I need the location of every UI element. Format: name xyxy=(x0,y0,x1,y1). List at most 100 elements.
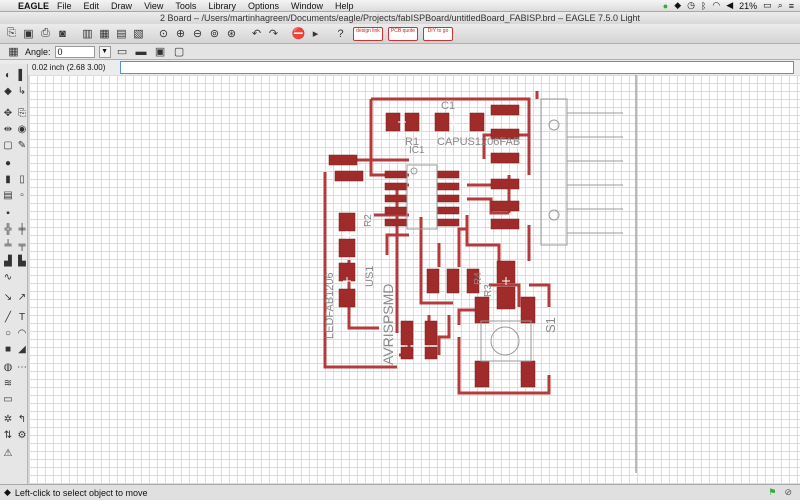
label-c1[interactable]: C1 xyxy=(441,100,455,112)
menu-window[interactable]: Window xyxy=(290,0,323,11)
bluetooth-icon[interactable]: ᛒ xyxy=(700,0,707,11)
pad[interactable] xyxy=(384,218,408,227)
trace[interactable] xyxy=(347,260,379,330)
pad[interactable] xyxy=(384,194,408,203)
trace[interactable] xyxy=(369,99,409,177)
rotate-icon[interactable]: ◉ xyxy=(17,124,27,135)
circle-icon[interactable]: ○ xyxy=(4,328,12,339)
label-led-value[interactable]: LEDFAB1206 xyxy=(324,272,336,339)
hole-icon[interactable]: ≋ xyxy=(3,378,13,389)
trace[interactable] xyxy=(323,172,397,369)
mirror-icon[interactable]: ⇹ xyxy=(3,124,13,135)
trace[interactable] xyxy=(385,233,409,255)
mirror-on-icon[interactable]: ▬ xyxy=(135,45,147,58)
ulp-icon[interactable]: ▤ xyxy=(116,28,127,40)
board-canvas[interactable]: C1 R1 CAPUS1206FAB IC1 R2 US1 LEDFAB1206… xyxy=(29,75,800,484)
zoom-select-icon[interactable]: ⊛ xyxy=(226,28,237,40)
pad[interactable] xyxy=(436,218,460,227)
pad[interactable] xyxy=(446,268,460,294)
menu-view[interactable]: View xyxy=(144,0,164,11)
pcb-board[interactable]: C1 R1 CAPUS1206FAB IC1 R2 US1 LEDFAB1206… xyxy=(29,75,800,484)
pad[interactable] xyxy=(384,170,408,179)
go-icon[interactable]: ▸ xyxy=(312,28,319,40)
label-cap-value[interactable]: CAPUS1206FAB xyxy=(437,136,520,148)
pad[interactable] xyxy=(424,346,438,360)
wifi-icon[interactable]: ◠ xyxy=(712,0,721,10)
pad[interactable] xyxy=(426,268,440,294)
erc-icon[interactable]: ⇅ xyxy=(3,430,13,441)
pad[interactable] xyxy=(400,346,414,360)
save-icon[interactable]: ▣ xyxy=(23,28,34,40)
status-dot-icon[interactable]: ● xyxy=(662,0,669,11)
pad[interactable] xyxy=(474,360,490,388)
menu-file[interactable]: File xyxy=(57,0,72,11)
switch-button-circle[interactable] xyxy=(490,326,520,356)
pad[interactable] xyxy=(436,182,460,191)
pad[interactable] xyxy=(490,218,520,230)
label-r3[interactable]: R3 xyxy=(483,284,494,297)
redo-icon[interactable]: ↷ xyxy=(268,28,279,40)
ic-outline[interactable] xyxy=(406,164,438,230)
ic-pin1-marker[interactable] xyxy=(410,167,418,175)
delete-icon[interactable]: ▮ xyxy=(5,174,11,185)
script-icon[interactable]: ▧ xyxy=(133,28,144,40)
ratio-icon[interactable]: ▣ xyxy=(154,46,166,58)
menu-draw[interactable]: Draw xyxy=(111,0,133,11)
pad[interactable] xyxy=(490,104,520,116)
dropbox-icon[interactable]: ◆ xyxy=(674,0,682,10)
trace[interactable] xyxy=(437,315,451,355)
command-input[interactable] xyxy=(120,61,794,74)
signal-icon[interactable]: ⋯ xyxy=(17,362,27,373)
miter-icon[interactable]: ╤ xyxy=(18,240,26,251)
split-icon[interactable]: ▟ xyxy=(4,256,12,267)
pad[interactable] xyxy=(436,206,460,215)
schematic-icon[interactable]: ▥ xyxy=(82,28,93,40)
text-icon[interactable]: T xyxy=(18,312,26,323)
stop-command-icon[interactable]: ⊘ xyxy=(784,487,792,497)
undo-icon[interactable]: ↶ xyxy=(251,28,262,40)
autorouter-icon[interactable]: ↰ xyxy=(17,414,27,425)
optimize-icon[interactable]: ▙ xyxy=(18,256,26,267)
move-icon[interactable]: ✥ xyxy=(3,108,13,119)
pad[interactable] xyxy=(436,194,460,203)
grid-icon[interactable]: ▦ xyxy=(8,46,19,58)
header-hole[interactable] xyxy=(548,119,560,131)
route-icon[interactable]: ↘ xyxy=(3,292,13,303)
group-icon[interactable]: ▢ xyxy=(3,140,13,151)
pad[interactable] xyxy=(490,200,520,212)
pad[interactable] xyxy=(384,182,408,191)
label-ic1[interactable]: IC1 xyxy=(409,145,425,156)
drc-icon[interactable]: ⚙ xyxy=(17,430,27,441)
search-icon[interactable]: ⌕ xyxy=(777,0,783,10)
help-icon[interactable]: ? xyxy=(337,27,344,40)
arc-icon[interactable]: ◠ xyxy=(17,328,27,339)
notification-icon[interactable]: ≡ xyxy=(788,0,794,11)
board-icon[interactable]: ▦ xyxy=(99,28,110,40)
pad[interactable] xyxy=(434,112,450,132)
zoom-fit-icon[interactable]: ⊙ xyxy=(158,28,169,40)
attribute-icon[interactable]: ▭ xyxy=(3,394,13,405)
via-icon[interactable]: ◍ xyxy=(3,362,13,373)
errors-icon[interactable]: ⚠ xyxy=(3,448,13,459)
pad[interactable] xyxy=(338,288,356,308)
pad[interactable] xyxy=(490,152,520,164)
info-icon[interactable]: ◐ xyxy=(4,70,12,81)
spin-icon[interactable]: ▢ xyxy=(173,46,185,58)
pad[interactable] xyxy=(490,178,520,190)
pad[interactable] xyxy=(474,296,490,324)
lock-icon-small[interactable]: ▫ xyxy=(20,190,24,201)
replace-icon[interactable]: ▤ xyxy=(3,190,13,201)
label-us1[interactable]: US1 xyxy=(364,266,376,287)
print-icon[interactable]: ⎙ xyxy=(41,27,50,39)
menu-library[interactable]: Library xyxy=(208,0,236,11)
show-icon[interactable]: ▌ xyxy=(18,70,26,81)
pad[interactable] xyxy=(490,128,520,140)
pad[interactable] xyxy=(424,320,438,346)
volume-icon[interactable]: ◀ xyxy=(726,0,734,10)
drc-ok-icon[interactable]: ⚑ xyxy=(768,487,777,497)
battery-icon[interactable]: ▭ xyxy=(763,0,772,10)
header-outline[interactable] xyxy=(540,98,568,246)
open-icon[interactable]: ⎘ xyxy=(7,27,16,39)
angle-input[interactable]: 0 xyxy=(54,45,95,58)
wire-icon[interactable]: ╱ xyxy=(4,312,12,323)
